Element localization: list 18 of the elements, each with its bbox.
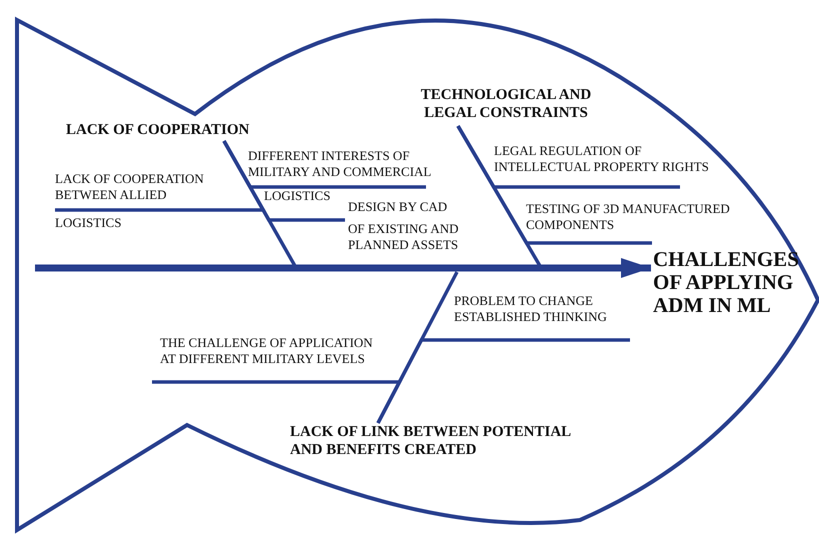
cause-label: DESIGN BY CAD [348, 199, 448, 215]
cause-label: LOGISTICS [264, 188, 332, 204]
cause-label: THE CHALLENGE OF APPLICATION AT DIFFERENT MILITARY LEVELS [160, 335, 374, 367]
cause-label: LOGISTICS [55, 215, 122, 231]
cause-label: LEGAL REGULATION OF INTELLECTUAL PROPERTY RIGHTS [494, 143, 709, 175]
category-label: TECHNOLOGICAL AND LEGAL CONSTRAINTS [420, 86, 592, 122]
effect-heading: CHALLENGES OF APPLYING ADM IN ML [653, 248, 800, 317]
category-label: LACK OF LINK BETWEEN POTENTIAL AND BENEFITS CREATED [290, 423, 572, 459]
cause-line [152, 380, 402, 424]
cause-label: TESTING OF 3D MANUFACTURED COMPONENTS [526, 201, 731, 233]
cause-label: LACK OF COOPERATION BETWEEN ALLIED [55, 171, 205, 203]
cause-label: PROBLEM TO CHANGE ESTABLISHED THINKING [454, 293, 608, 325]
spine-arrow [35, 258, 651, 278]
cause-label: DIFFERENT INTERESTS OF MILITARY AND COMMERCIAL [248, 148, 432, 180]
cause-line [222, 140, 345, 222]
category-label: LACK OF COOPERATION [66, 121, 250, 139]
cause-label: OF EXISTING AND PLANNED ASSETS [348, 221, 460, 253]
cause-line [456, 125, 652, 245]
